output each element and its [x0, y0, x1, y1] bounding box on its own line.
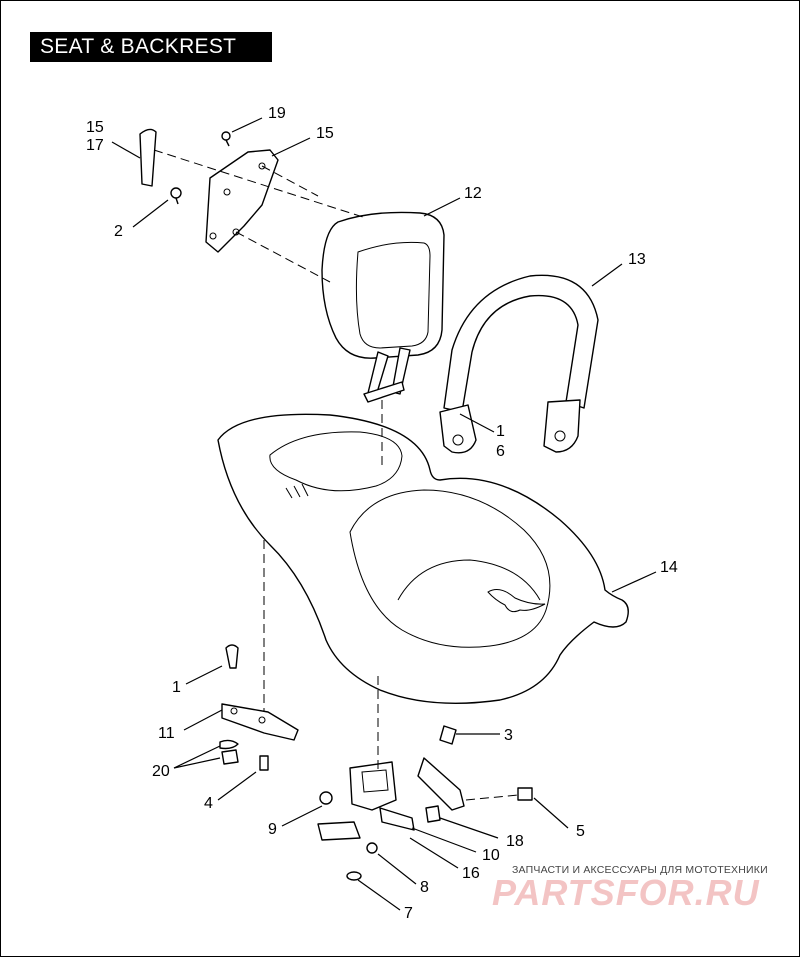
callout-8: 8	[420, 879, 429, 896]
callout-20: 20	[152, 763, 170, 780]
front-bracket-assembly	[219, 644, 299, 771]
seat	[217, 413, 629, 705]
callout-1-bolt: 1	[172, 679, 181, 696]
watermark-subtitle: ЗАПЧАСТИ И АКСЕССУАРЫ ДЛЯ МОТОТЕХНИКИ	[512, 864, 768, 876]
callout-13: 13	[628, 251, 646, 268]
screw-19	[221, 131, 231, 147]
callout-10: 10	[482, 847, 500, 864]
callout-3: 3	[504, 727, 513, 744]
callout-7: 7	[404, 905, 413, 922]
watermark-logo: PARTSFOR.RU	[492, 872, 760, 913]
callout-6: 6	[496, 443, 505, 460]
callout-15-backplate: 15	[316, 125, 334, 142]
callout-12: 12	[464, 185, 482, 202]
callout-16: 16	[462, 865, 480, 882]
leader-lines	[111, 117, 657, 911]
trim-strip	[139, 128, 157, 187]
rear-mount-assembly	[317, 725, 533, 881]
callout-4: 4	[204, 795, 213, 812]
callout-18: 18	[506, 833, 524, 850]
page-title: SEAT & BACKREST	[30, 32, 272, 62]
callout-2: 2	[114, 223, 123, 240]
alignment-lines	[153, 149, 519, 801]
backrest-pad	[321, 211, 445, 403]
callout-14: 14	[660, 559, 678, 576]
callout-15-strip: 15	[86, 119, 104, 136]
callout-11: 11	[158, 725, 175, 742]
callout-5: 5	[576, 823, 585, 840]
callout-17: 17	[86, 137, 104, 154]
sissy-bar-upright	[439, 274, 599, 454]
callout-19: 19	[268, 105, 286, 122]
callout-9: 9	[268, 821, 277, 838]
callout-labels: 19 15 15 17 2 12 13 1 6 14 1 11 20 4 9 3…	[86, 105, 678, 922]
screw-2	[170, 187, 182, 205]
callout-1-upright: 1	[496, 423, 505, 440]
backrest-backplate	[205, 149, 279, 253]
